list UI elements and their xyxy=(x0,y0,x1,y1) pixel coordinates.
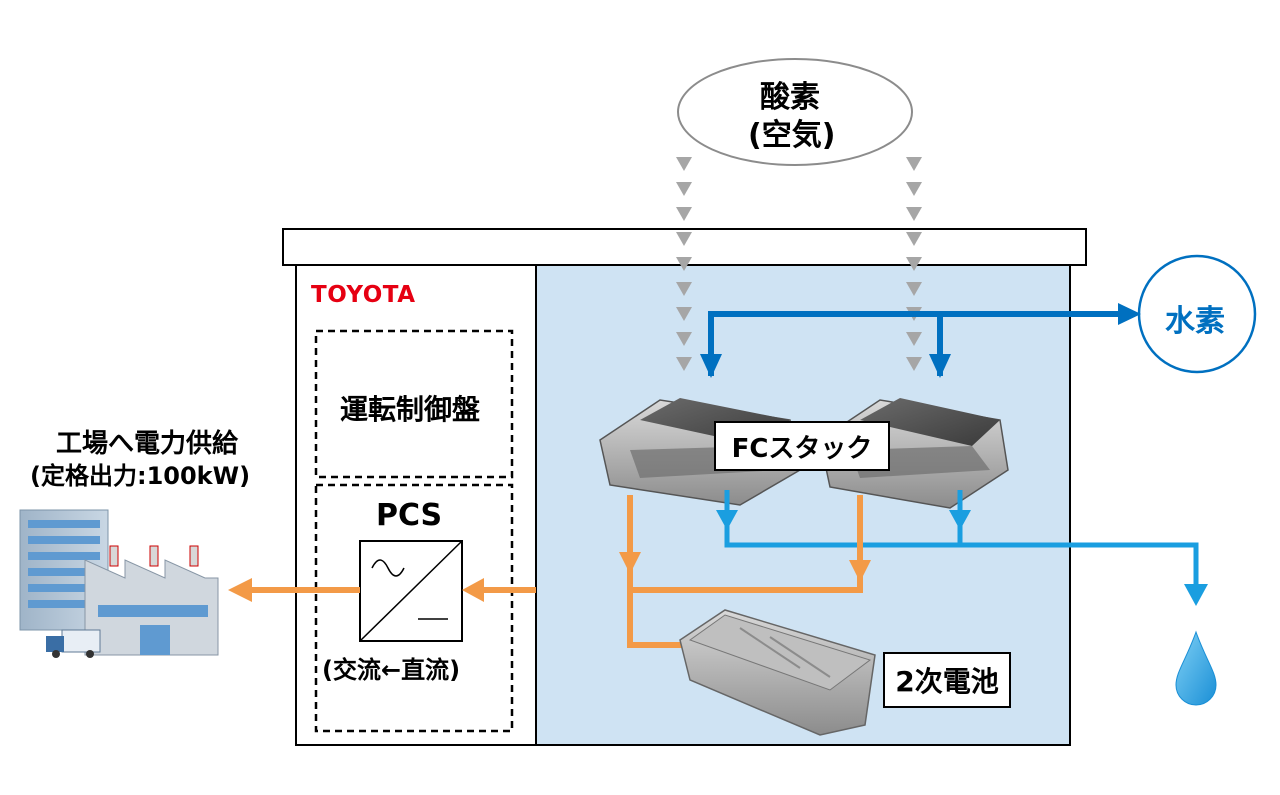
oxygen-flow-triangle xyxy=(676,182,692,196)
water-arrowheads xyxy=(716,510,1208,606)
pcs-inverter-icon xyxy=(359,540,463,642)
factory-label-line2: (定格出力:100kW) xyxy=(30,462,251,490)
truck-icon xyxy=(46,629,101,658)
oxygen-flow-triangle xyxy=(676,257,692,271)
oxygen-flow-right xyxy=(906,157,922,371)
oxygen-flow-triangle xyxy=(906,282,922,296)
fc-stack-label: FCスタック xyxy=(714,421,890,471)
oxygen-flow-left xyxy=(676,157,692,371)
oxygen-flow-triangle xyxy=(676,232,692,246)
control-panel-label: 運転制御盤 xyxy=(340,393,481,426)
oxygen-flow-triangle xyxy=(906,357,922,371)
hydrogen-arrowheads xyxy=(700,303,1141,378)
hydrogen-label: 水素 xyxy=(1165,304,1225,339)
oxygen-flow-triangle xyxy=(906,257,922,271)
toyota-logo: TOYOTA xyxy=(311,282,416,308)
oxygen-flow-triangle xyxy=(676,207,692,221)
battery-label: 2次電池 xyxy=(883,652,1011,708)
oxygen-flow-triangle xyxy=(676,357,692,371)
control-panel-box xyxy=(314,329,514,479)
control-enclosure xyxy=(295,264,537,746)
pcs-caption: (交流←直流) xyxy=(322,656,461,684)
oxygen-flow-triangle xyxy=(676,332,692,346)
oxygen-flow-triangle xyxy=(906,207,922,221)
oxygen-flow-triangle xyxy=(676,157,692,171)
oxygen-flow-triangle xyxy=(676,307,692,321)
oxygen-flow-triangle xyxy=(676,282,692,296)
battery-pack-icon xyxy=(679,609,876,736)
oxygen-ellipse xyxy=(677,58,913,166)
pcs-title: PCS xyxy=(376,498,443,533)
oxygen-flow-triangle xyxy=(906,232,922,246)
pcs-box xyxy=(314,483,514,733)
factory-icon xyxy=(19,509,219,656)
oxygen-flow-triangle xyxy=(906,332,922,346)
water-drop-icon xyxy=(1175,630,1217,706)
power-arrowheads xyxy=(228,552,871,602)
oxygen-flow-triangle xyxy=(906,157,922,171)
factory-label-line1: 工場へ電力供給 xyxy=(56,429,239,459)
oxygen-flow-triangle xyxy=(906,182,922,196)
oxygen-label-line2: (空気) xyxy=(748,118,836,153)
oxygen-label-line1: 酸素 xyxy=(760,80,820,115)
